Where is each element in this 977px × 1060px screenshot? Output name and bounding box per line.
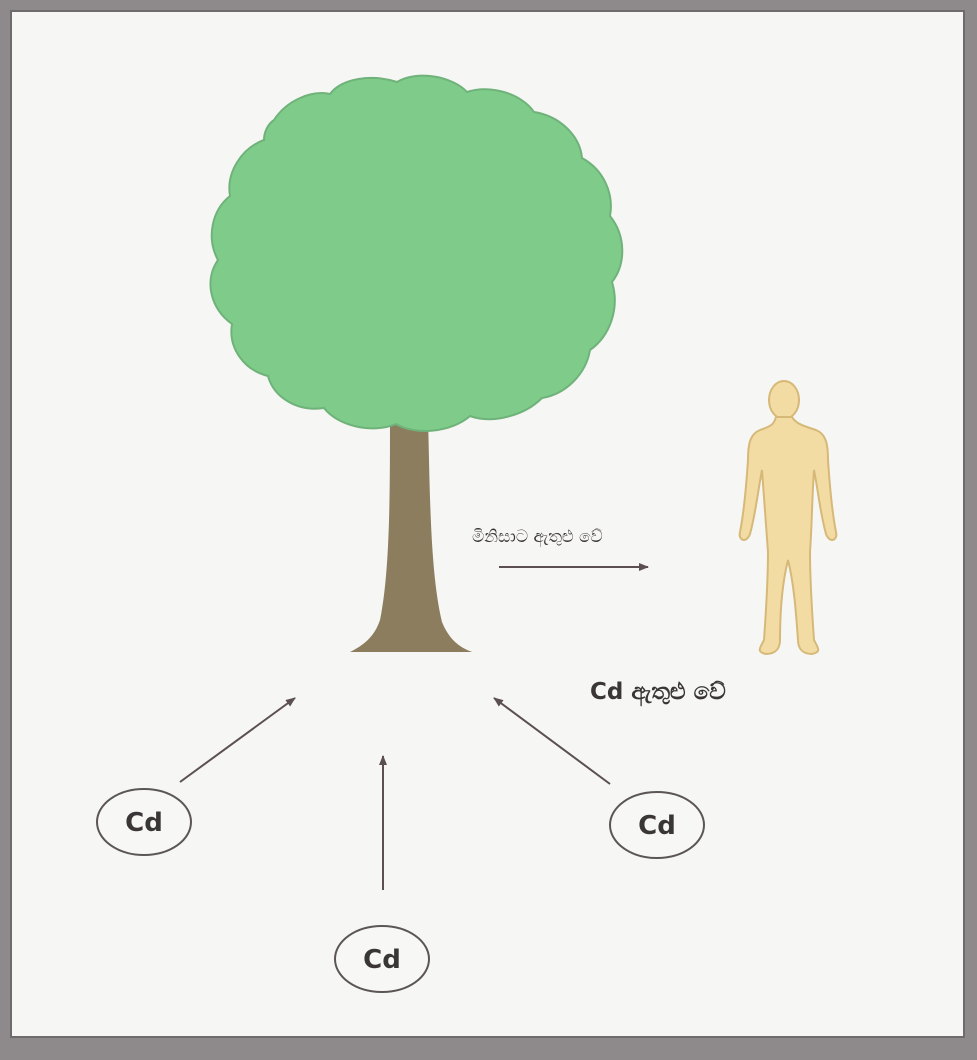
label-cd-enters: Cd ඇතුළු වේ bbox=[590, 679, 726, 707]
cadmium-uptake-diagram: මිනිසාට ඇතුළු වේ Cd ඇතුළු වේ Cd Cd Cd bbox=[12, 12, 977, 1060]
human-body bbox=[740, 417, 837, 654]
tree-trunk bbox=[350, 417, 472, 652]
tree bbox=[210, 76, 622, 652]
human-head bbox=[769, 381, 799, 419]
cd-source-right-label: Cd bbox=[638, 811, 676, 841]
human-figure bbox=[740, 381, 837, 654]
label-to-human: මිනිසාට ඇතුළු වේ bbox=[472, 527, 603, 548]
cd-source-left: Cd bbox=[97, 789, 191, 855]
cd-source-center: Cd bbox=[335, 926, 429, 992]
cd-source-right: Cd bbox=[610, 792, 704, 858]
cd-source-center-label: Cd bbox=[363, 945, 401, 975]
tree-canopy bbox=[210, 76, 622, 431]
cd-source-left-label: Cd bbox=[125, 808, 163, 838]
diagram-frame: මිනිසාට ඇතුළු වේ Cd ඇතුළු වේ Cd Cd Cd bbox=[10, 10, 965, 1038]
arrow-source-right bbox=[494, 698, 610, 784]
arrow-source-left bbox=[180, 698, 295, 782]
